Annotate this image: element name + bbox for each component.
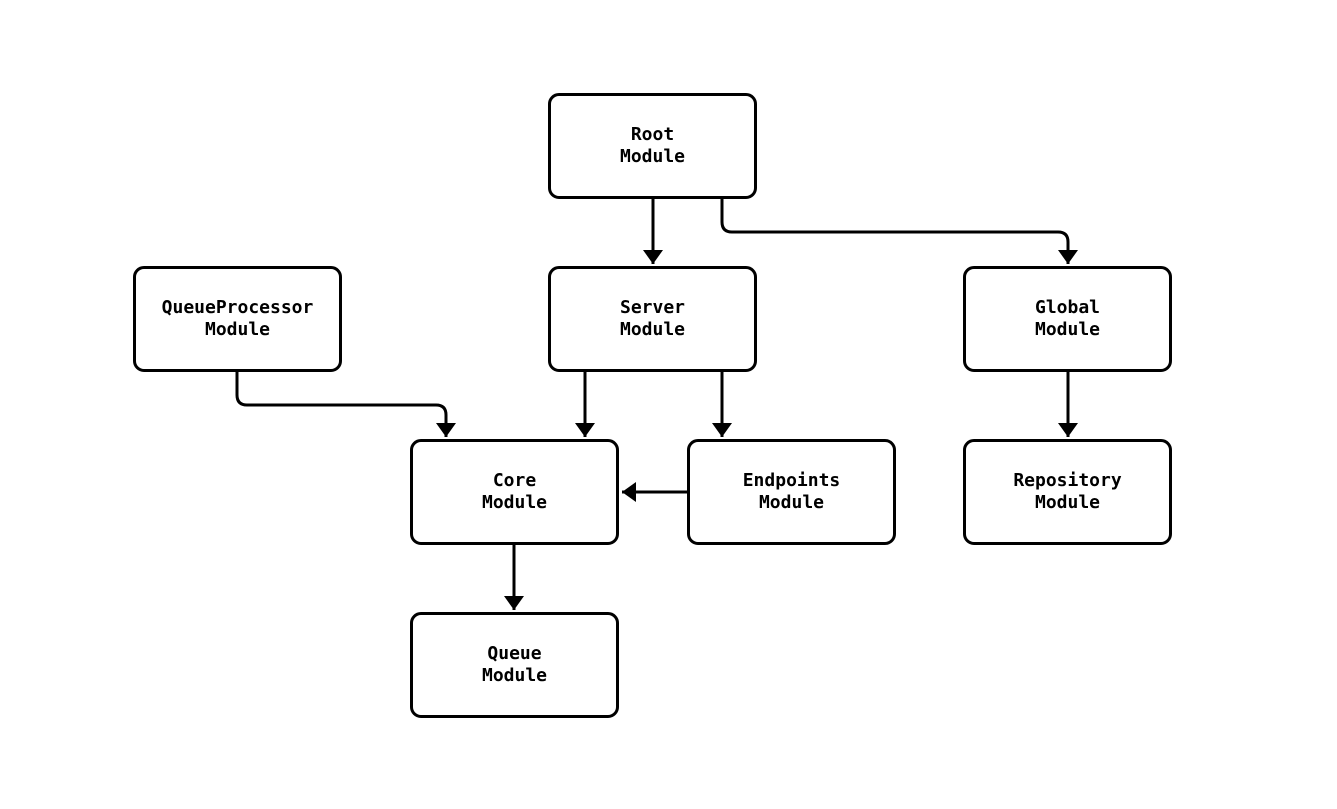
node-repository-module: Repository Module	[963, 439, 1172, 545]
node-core-module: Core Module	[410, 439, 619, 545]
node-queue-module-label: Queue Module	[481, 643, 548, 686]
node-root-module-label: Root Module	[619, 124, 686, 167]
node-server-module: Server Module	[548, 266, 757, 372]
node-endpoints-module: Endpoints Module	[687, 439, 896, 545]
node-server-module-label: Server Module	[619, 297, 686, 340]
node-queueprocessor-module-label: QueueProcessor Module	[161, 297, 314, 340]
node-core-module-label: Core Module	[481, 470, 548, 513]
node-root-module: Root Module	[548, 93, 757, 199]
node-queueprocessor-module: QueueProcessor Module	[133, 266, 342, 372]
node-global-module-label: Global Module	[1034, 297, 1101, 340]
edge-root-to-global	[720, 199, 1078, 264]
node-repository-module-label: Repository Module	[1013, 470, 1122, 513]
node-queue-module: Queue Module	[410, 612, 619, 718]
node-endpoints-module-label: Endpoints Module	[742, 470, 841, 513]
node-global-module: Global Module	[963, 266, 1172, 372]
edge-queueprocessor-to-core	[235, 372, 456, 437]
